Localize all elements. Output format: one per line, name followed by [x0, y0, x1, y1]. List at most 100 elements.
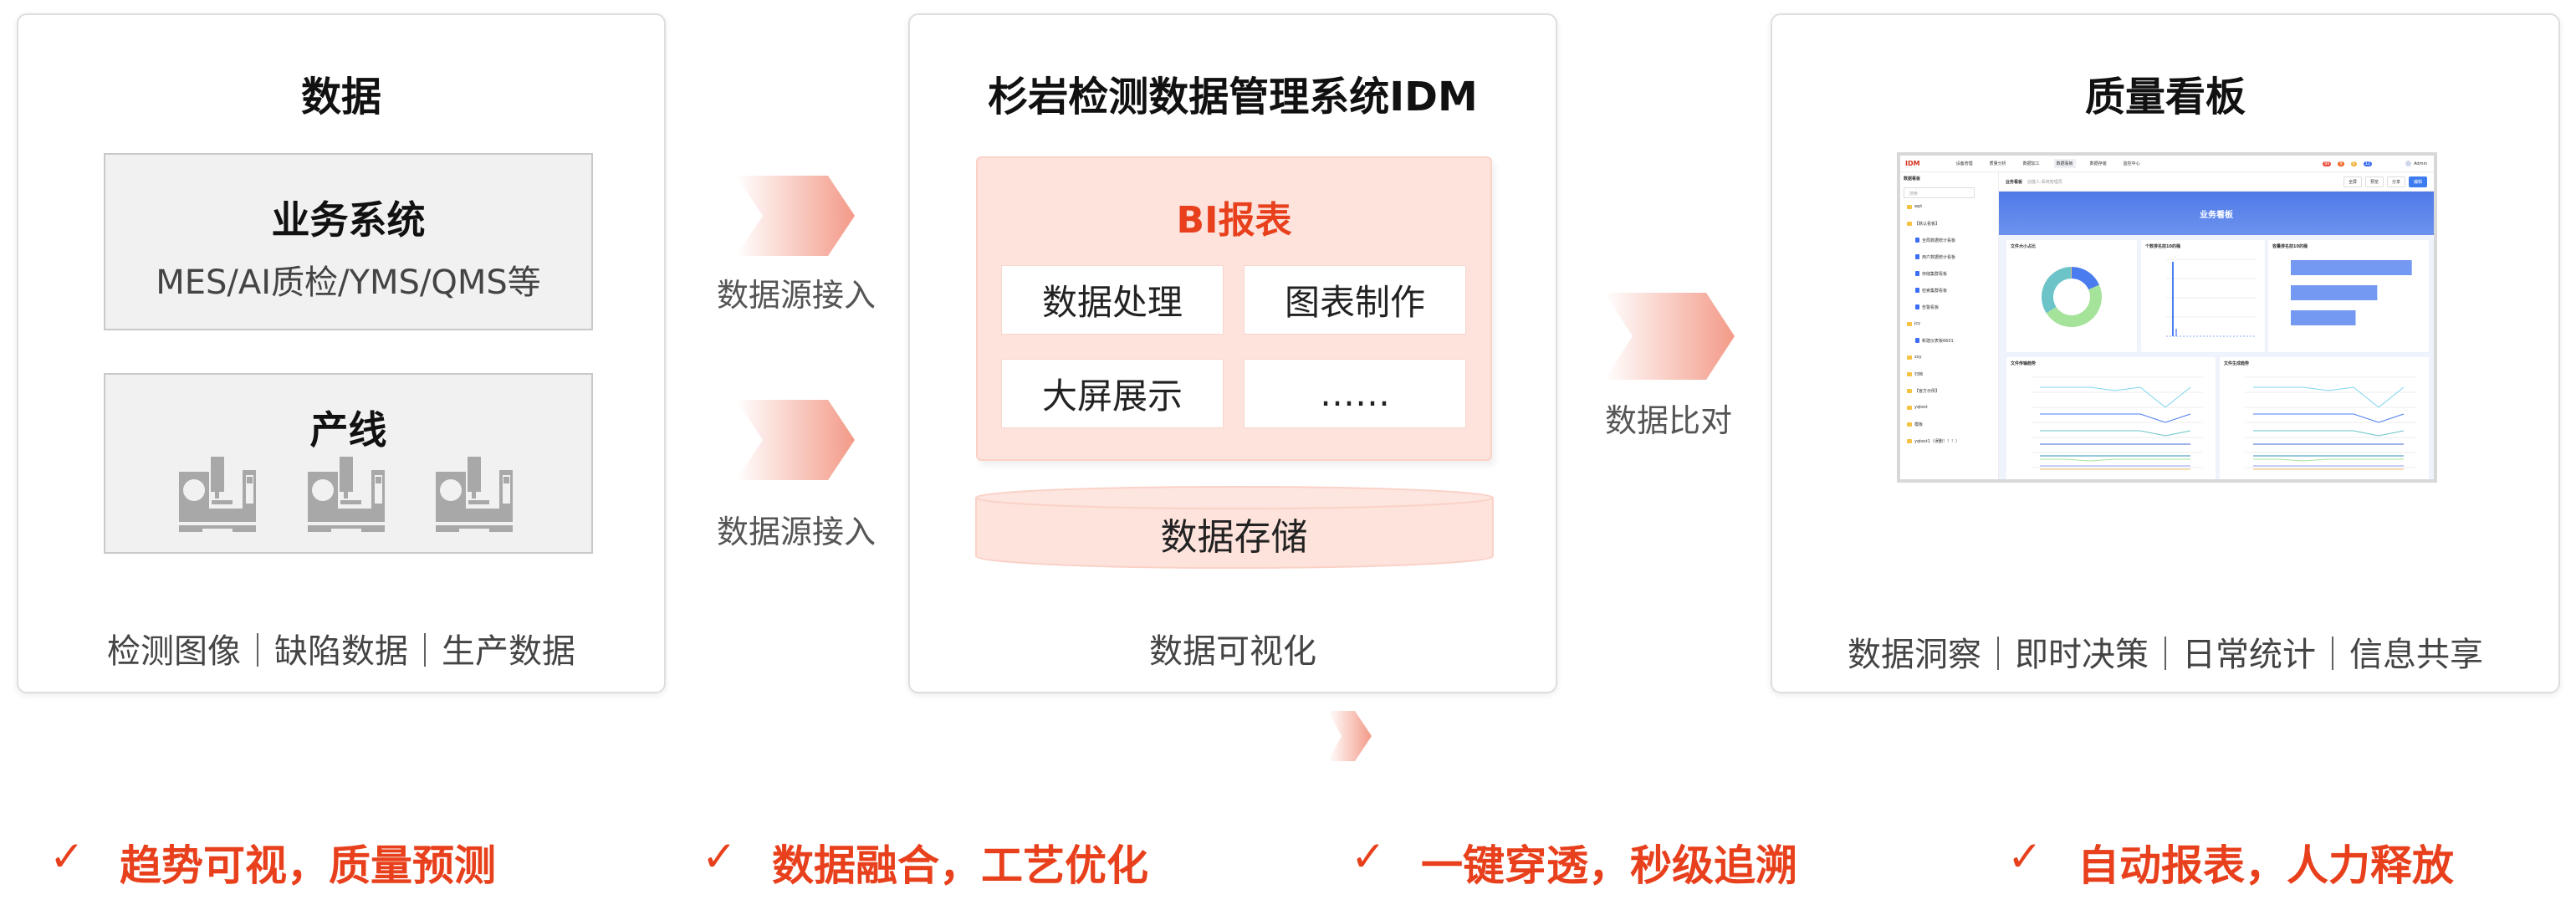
folder-icon — [1907, 371, 1912, 376]
sidebar-tree-item[interactable]: 检索集群看板 — [1904, 282, 1995, 299]
donut-slice — [2046, 284, 2102, 328]
sidebar-tree-label: 告警看板 — [1922, 304, 1940, 310]
bi-report-title: BI报表 — [1176, 199, 1292, 242]
storage-label: 数据存储 — [1160, 516, 1308, 559]
edit-button[interactable]: 编辑 — [2408, 176, 2427, 187]
nav-item[interactable]: 数据加工 — [2022, 161, 2040, 166]
benefit-text: 自动报表，人力释放 — [2078, 841, 2454, 890]
sidebar-tree-item[interactable]: 【官方示例】 — [1904, 382, 1995, 399]
quality-board-title: 质量看板 — [2084, 74, 2246, 120]
production-line-box: 产线 — [104, 373, 593, 554]
board-name: 业务看板 — [2006, 179, 2023, 185]
fullscreen-button[interactable]: 全屏 — [2343, 176, 2362, 187]
benefit-item: ✓ 一键穿透，秒级追溯 — [1351, 832, 1797, 892]
line-chart — [2032, 376, 2203, 470]
arrow-icon — [1604, 293, 1735, 380]
sidebar-tree-label: wpt — [1914, 204, 1923, 209]
benefit-text: 一键穿透，秒级追溯 — [1421, 841, 1797, 890]
sidebar-tree-item[interactable]: 用户数据统计看板 — [1904, 248, 1995, 265]
series-line — [2040, 430, 2191, 437]
compare-label: 数据比对 — [1604, 402, 1732, 439]
quality-board-caption: 数据洞察｜即时决策｜日常统计｜信息共享 — [1848, 636, 2483, 674]
check-icon: ✓ — [2007, 832, 2042, 881]
avatar[interactable] — [2405, 161, 2412, 166]
data-panel-caption: 检测图像｜缺陷数据｜生产数据 — [107, 632, 575, 671]
donut-slice — [2072, 267, 2099, 290]
production-line-title: 产线 — [309, 407, 387, 453]
bi-cell-chart-making: 图表制作 — [1244, 265, 1466, 335]
benefit-text: 数据融合，工艺优化 — [772, 841, 1148, 890]
bar — [2172, 262, 2174, 336]
card-capacity-rank: 容量排名前10的桶 — [2268, 240, 2429, 352]
nav-item[interactable]: 设备管理 — [1955, 161, 1973, 166]
sidebar-tree-item[interactable]: yqtest1（误删！！！） — [1904, 432, 1995, 449]
folder-icon — [1907, 321, 1912, 326]
idm-panel-title: 杉岩检测数据管理系统IDM — [988, 74, 1478, 120]
sidebar-tree-label: 【默认看板】 — [1914, 221, 1940, 227]
share-button[interactable]: 分享 — [2386, 176, 2405, 187]
card-title: 文件生成趋势 — [2224, 361, 2250, 366]
idm-logo: IDM — [1905, 160, 1920, 167]
folder-icon — [1907, 422, 1912, 427]
sidebar-tree-item[interactable]: zxy — [1904, 349, 1995, 366]
sidebar-tree-label: zxy — [1914, 355, 1922, 360]
sidebar-tree-item[interactable]: 告警看板 — [1904, 299, 1995, 315]
alert-badge[interactable]: 9 — [2350, 161, 2357, 166]
sidebar-tree-item[interactable]: yqtest — [1904, 399, 1995, 416]
data-panel: 数据 业务系统 MES/AI质检/YMS/QMS等 产线 检测图像｜缺陷数据｜生… — [17, 13, 666, 693]
user-name[interactable]: Admin — [2414, 161, 2427, 166]
folder-icon — [1907, 221, 1912, 226]
dashboard-icon — [1915, 238, 1919, 243]
sidebar-tree-item[interactable]: 存储集群看板 — [1904, 265, 1995, 282]
check-icon: ✓ — [1351, 832, 1386, 881]
bar — [2175, 329, 2177, 336]
series-line — [2253, 458, 2404, 462]
sidebar-tree-item[interactable]: 模板 — [1904, 416, 1995, 432]
business-system-title: 业务系统 — [271, 197, 426, 243]
sidebar-tree-label: 用户数据统计看板 — [1922, 254, 1956, 260]
dashboard-sidebar: 数据看板 搜索 wpt【默认看板】全局数据统计看板用户数据统计看板存储集群看板检… — [1900, 172, 1999, 479]
nav-item-active[interactable]: 数据看板 — [2053, 159, 2076, 168]
sidebar-tree-label: 模板 — [1914, 422, 1924, 427]
bi-cell-more: …… — [1244, 359, 1466, 428]
hbar — [2291, 260, 2412, 275]
preview-button[interactable]: 预览 — [2364, 176, 2384, 187]
hbar — [2291, 310, 2356, 325]
sidebar-tree-item[interactable]: jcy — [1904, 315, 1995, 332]
data-panel-title: 数据 — [300, 74, 381, 120]
sidebar-tree-item[interactable]: 归档 — [1904, 366, 1995, 382]
sidebar-tree-item[interactable]: 新建仪表板6601 — [1904, 332, 1995, 349]
card-file-size: 文件大小占比 — [2006, 240, 2137, 352]
dashboard-icon — [1915, 304, 1919, 309]
nav-item[interactable]: 监控中心 — [2123, 161, 2140, 166]
dashboard-main: 业务看板 创建人:系统管理员 全屏 预览 分享 编辑 业务看板 文件大小占比 个… — [1999, 172, 2434, 479]
alert-badge[interactable]: 12 — [2363, 161, 2373, 166]
series-line — [2253, 386, 2405, 408]
arrow-icon — [736, 176, 855, 256]
card-transfer-trend: 文件传输趋势 — [2006, 357, 2216, 479]
sidebar-tree-item[interactable]: 全局数据统计看板 — [1904, 232, 1995, 248]
donut-slice — [2042, 267, 2072, 314]
nav-item[interactable]: 质量分析 — [1989, 161, 2006, 166]
sidebar-tree-label: yqtest1（误删！！！） — [1914, 438, 1960, 444]
check-icon: ✓ — [49, 832, 84, 881]
sidebar-search-input[interactable]: 搜索 — [1904, 187, 1975, 198]
folder-icon — [1907, 204, 1912, 209]
series-line — [2040, 386, 2191, 408]
folder-icon — [1907, 355, 1912, 360]
nav-item[interactable]: 数据存储 — [2089, 161, 2107, 166]
alert-badge[interactable]: 9 — [2338, 161, 2344, 166]
sidebar-tree-item[interactable]: wpt — [1904, 198, 1995, 215]
ingest-label-1: 数据源接入 — [716, 277, 876, 314]
alert-badge[interactable]: 99 — [2322, 161, 2332, 166]
card-generation-trend: 文件生成趋势 — [2220, 357, 2429, 479]
idm-panel-caption: 数据可视化 — [1149, 632, 1316, 671]
card-count-rank: 个数排名前10的桶 — [2141, 240, 2265, 352]
business-system-box: 业务系统 MES/AI质检/YMS/QMS等 — [104, 153, 593, 330]
dashboard-topbar: IDM 设备管理 质量分析 数据加工 数据看板 数据存储 监控中心 99 9 9… — [1900, 156, 2434, 172]
benefit-item: ✓趋势可视，质量预测 — [49, 832, 496, 892]
arrow-icon — [736, 400, 855, 480]
sidebar-tree-item[interactable]: 【默认看板】 — [1904, 215, 1995, 232]
donut-chart — [2042, 267, 2102, 328]
